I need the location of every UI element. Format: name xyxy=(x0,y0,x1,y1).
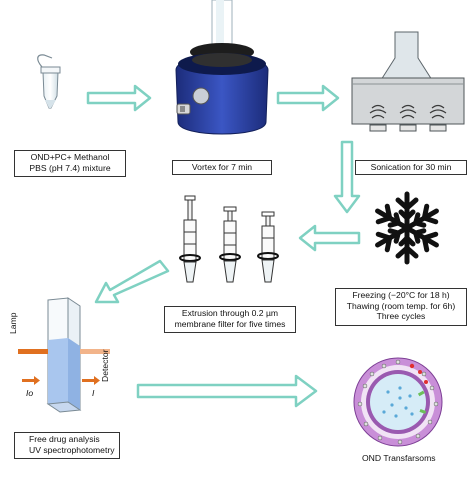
freezing-line-1: Freezing (−20°C for 18 h) xyxy=(352,290,450,300)
arrow-mixture-to-vortex xyxy=(86,84,152,112)
sonication-label: Sonication for 30 min xyxy=(370,162,452,172)
product-label: OND Transfarsoms xyxy=(362,453,436,463)
arrow-freezing-to-extrusion xyxy=(298,224,361,252)
extrusion-label-box: Extrusion through 0.2 µm membrane filter… xyxy=(164,306,296,333)
analysis-line-2: UV spectrophotometry xyxy=(29,444,115,455)
analysis-line-1: Free drug analysis xyxy=(29,434,100,444)
incident-intensity-label: Io xyxy=(26,388,34,398)
detector-label: Detector xyxy=(100,349,110,382)
vortex-mixer-icon xyxy=(175,0,269,135)
mixture-line-1: OND+PC+ Methanol xyxy=(30,152,110,162)
extrusion-line-2: membrane filter for five times xyxy=(174,318,286,329)
extrusion-line-1: Extrusion through 0.2 µm xyxy=(181,308,279,318)
arrow-sonication-to-freezing xyxy=(333,140,361,214)
transmitted-intensity-label: I xyxy=(92,388,95,398)
sonication-label-box: Sonication for 30 min xyxy=(355,160,467,175)
light-beam xyxy=(18,349,110,354)
freezing-label-box: Freezing (−20°C for 18 h) Thawing (room … xyxy=(335,288,467,326)
transfersome-vesicle-icon xyxy=(353,357,443,447)
vortex-label-box: Vortex for 7 min xyxy=(172,160,272,175)
sonication-bath-icon xyxy=(351,31,465,132)
freezing-line-3: Three cycles xyxy=(376,311,426,321)
analysis-label-box: Free drug analysis UV spectrophotometry xyxy=(14,432,120,459)
lamp-label: Lamp xyxy=(8,312,18,335)
eppendorf-tube-icon xyxy=(37,54,61,109)
vortex-label: Vortex for 7 min xyxy=(191,162,253,172)
arrow-analysis-to-product xyxy=(136,374,318,408)
syringe-extruders-icon xyxy=(179,195,279,283)
arrow-vortex-to-sonication xyxy=(276,84,340,112)
arrow-extrusion-to-analysis xyxy=(94,259,170,304)
intensity-arrows xyxy=(22,376,100,385)
snowflake-icon xyxy=(373,191,441,262)
mixture-line-2: PBS (pH 7.4) mixture xyxy=(29,162,111,173)
freezing-line-2: Thawing (room temp. for 6h) xyxy=(346,300,456,311)
mixture-label-box: OND+PC+ Methanol PBS (pH 7.4) mixture xyxy=(14,150,126,177)
cuvette-icon xyxy=(46,297,82,413)
